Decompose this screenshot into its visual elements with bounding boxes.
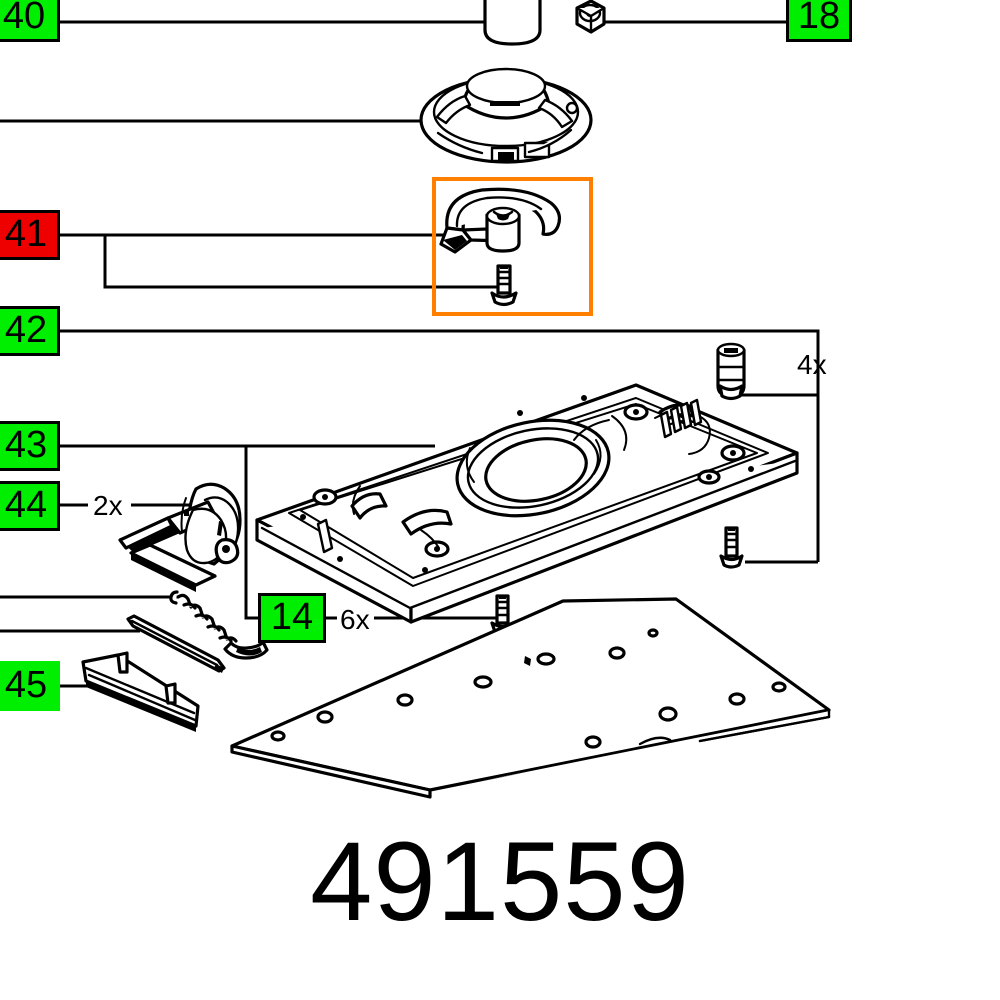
callout-41[interactable]: 41 — [0, 210, 60, 260]
part-sanding-base-plate — [255, 383, 799, 624]
callout-42-label: 42 — [4, 309, 48, 351]
callout-40-label: 40 — [2, 0, 46, 37]
callout-44[interactable]: 44 — [0, 481, 60, 531]
callout-40[interactable]: 40 — [0, 0, 60, 42]
callout-43-label: 43 — [4, 424, 48, 466]
part-pan-head-screw-right — [719, 526, 744, 569]
part-clamp-bracket — [118, 482, 242, 592]
callout-45-label: 45 — [4, 664, 48, 706]
callout-43[interactable]: 43 — [0, 421, 60, 471]
part-number-value: 491559 — [310, 819, 690, 944]
callout-42[interactable]: 42 — [0, 306, 60, 356]
part-torsion-spring — [169, 590, 269, 660]
quantity-2x-label: 2x — [93, 490, 123, 521]
quantity-6x: 6x — [340, 604, 370, 636]
callout-45[interactable]: 45 — [0, 661, 60, 711]
part-fan-housing-disc — [419, 67, 593, 164]
part-perforated-sanding-pad — [230, 597, 831, 799]
part-number: 491559 — [0, 826, 1000, 938]
part-bearing-sleeve — [483, 0, 542, 46]
part-clamp-screw — [490, 264, 518, 307]
part-pivot-rod — [126, 614, 226, 673]
callout-14[interactable]: 14 — [258, 593, 326, 643]
callout-14-label: 14 — [270, 596, 314, 638]
callout-41-label: 41 — [4, 213, 48, 255]
part-spacer-bushing — [716, 342, 746, 401]
callout-18[interactable]: 18 — [786, 0, 852, 42]
quantity-4x-label: 4x — [797, 349, 827, 380]
quantity-4x: 4x — [797, 349, 827, 381]
quantity-2x: 2x — [93, 490, 123, 522]
part-hex-nut — [575, 0, 606, 34]
quantity-6x-label: 6x — [340, 604, 370, 635]
callout-18-label: 18 — [797, 0, 841, 37]
selected-part-highlight — [432, 177, 593, 316]
part-eccentric-collar-clamp — [439, 187, 562, 254]
callout-44-label: 44 — [4, 484, 48, 526]
part-clamping-bar — [81, 651, 200, 732]
